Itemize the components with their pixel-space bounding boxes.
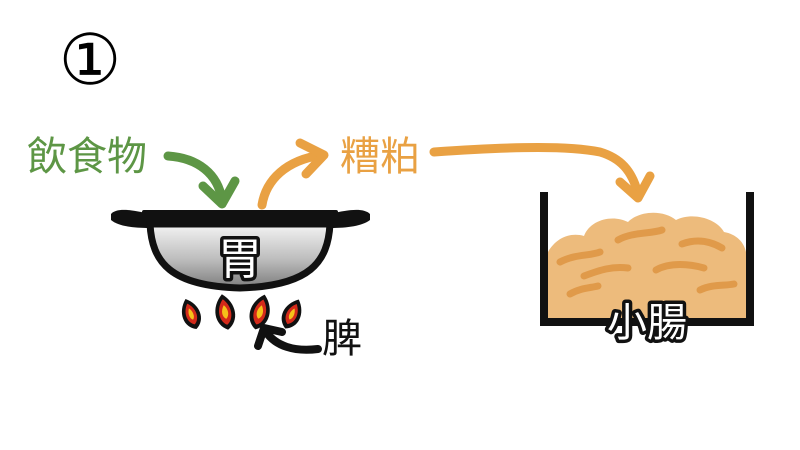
small-intestine-label: 小腸 — [607, 300, 687, 346]
flame-2 — [215, 294, 236, 330]
pot-right-handle — [330, 209, 370, 228]
food-arrow-icon — [163, 151, 240, 209]
food-label: 飲食物 — [27, 134, 147, 180]
spleen-arrow-icon — [254, 324, 322, 354]
chyme-arrow-icon — [257, 138, 329, 210]
spleen-label: 脾 — [322, 316, 362, 362]
contents-texture — [556, 226, 738, 298]
container-walls — [540, 192, 754, 326]
pot-left-handle — [111, 209, 150, 228]
stomach-label: 胃 — [218, 234, 262, 285]
cooking-pot-icon — [111, 209, 370, 292]
transfer-arrow-icon — [429, 143, 655, 203]
flame-1 — [182, 298, 201, 330]
pot-body — [146, 220, 334, 292]
flame-4 — [281, 299, 302, 329]
step-marker: ① — [59, 19, 122, 101]
fire-icon — [182, 294, 302, 330]
flame-3 — [249, 294, 270, 330]
chyme-label: 糟粕 — [340, 134, 420, 180]
container-icon — [540, 192, 754, 326]
